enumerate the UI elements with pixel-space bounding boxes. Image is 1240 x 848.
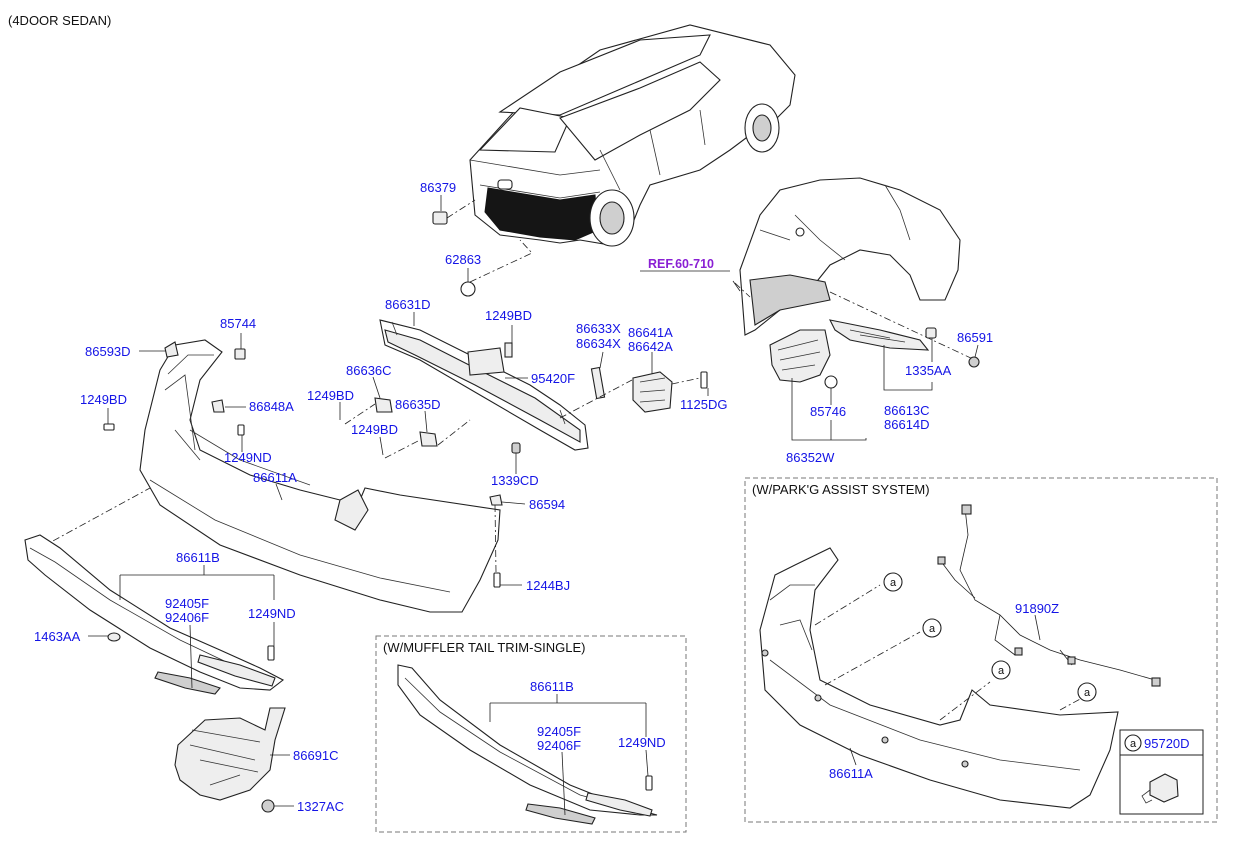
leader-lines: [88, 195, 1041, 816]
cap-86379-shape: [432, 211, 448, 225]
park-assist-section-title: (W/PARK'G ASSIST SYSTEM): [752, 482, 930, 497]
label-1327AC[interactable]: 1327AC: [297, 799, 344, 814]
label-86631D[interactable]: 86631D: [385, 297, 431, 312]
label-1463AA[interactable]: 1463AA: [34, 629, 81, 644]
label-91890Z[interactable]: 91890Z: [1015, 601, 1059, 616]
label-1249ND-a[interactable]: 1249ND: [224, 450, 272, 465]
callout-a-3: a: [998, 665, 1005, 677]
callout-a-4: a: [1084, 687, 1091, 699]
label-1125DG[interactable]: 1125DG: [680, 397, 727, 412]
label-86636C[interactable]: 86636C: [346, 363, 392, 378]
label-86613C[interactable]: 86613C: [884, 403, 930, 418]
label-95420F[interactable]: 95420F: [531, 371, 575, 386]
label-62863[interactable]: 62863: [445, 252, 481, 267]
label-muffler-92405F[interactable]: 92405F: [537, 724, 581, 739]
label-86611B[interactable]: 86611B: [176, 550, 220, 565]
label-86591[interactable]: 86591: [957, 330, 993, 345]
label-86633X[interactable]: 86633X: [576, 321, 621, 336]
car-illustration: [432, 24, 796, 297]
label-86614D[interactable]: 86614D: [884, 417, 930, 432]
label-85746[interactable]: 85746: [810, 404, 846, 419]
reference-label: REF.60-710: [648, 257, 714, 271]
label-1249BD-mid[interactable]: 1249BD: [307, 388, 354, 403]
wiring-harness-91890Z: [937, 504, 1161, 687]
label-muffler-1249ND[interactable]: 1249ND: [618, 735, 666, 750]
quarter-panel-illustration: [739, 177, 961, 336]
under-cover-86691C: [174, 707, 286, 801]
muffler-lower-valance: [397, 664, 658, 825]
park-assist-section-box: [744, 477, 1218, 823]
label-1249BD-left[interactable]: 1249BD: [80, 392, 127, 407]
label-86635D[interactable]: 86635D: [395, 397, 441, 412]
variant-heading: (4DOOR SEDAN): [8, 13, 111, 28]
label-1335AA[interactable]: 1335AA: [905, 363, 952, 378]
label-86691C[interactable]: 86691C: [293, 748, 339, 763]
legend-symbol: a: [1130, 738, 1137, 750]
label-86594[interactable]: 86594: [529, 497, 565, 512]
label-86379[interactable]: 86379: [420, 180, 456, 195]
muffler-section-box: [375, 635, 687, 833]
label-park-86611A[interactable]: 86611A: [829, 766, 873, 781]
label-muffler-86611B[interactable]: 86611B: [530, 679, 574, 694]
label-86611A[interactable]: 86611A: [253, 470, 297, 485]
label-1339CD[interactable]: 1339CD: [491, 473, 539, 488]
label-muffler-92406F[interactable]: 92406F: [537, 738, 581, 753]
sensor-legend-box: a 95720D: [1119, 729, 1204, 815]
label-86642A[interactable]: 86642A: [628, 339, 673, 354]
label-86593D[interactable]: 86593D: [85, 344, 131, 359]
impact-beam-illustration: [379, 319, 589, 451]
callout-a-1: a: [890, 577, 897, 589]
muffler-section-title: (W/MUFFLER TAIL TRIM-SINGLE): [383, 640, 585, 655]
callout-a-2: a: [929, 623, 936, 635]
label-1244BJ[interactable]: 1244BJ: [526, 578, 570, 593]
label-92406F[interactable]: 92406F: [165, 610, 209, 625]
part-labels: 86379 62863 86631D 1249BD 86633X 86634X …: [34, 180, 1059, 814]
label-86641A[interactable]: 86641A: [628, 325, 673, 340]
label-86634X[interactable]: 86634X: [576, 336, 621, 351]
label-1249BD-top[interactable]: 1249BD: [485, 308, 532, 323]
label-86848A[interactable]: 86848A: [249, 399, 294, 414]
lower-valance-86611B: [24, 534, 285, 695]
label-85744[interactable]: 85744: [220, 316, 256, 331]
label-92405F[interactable]: 92405F: [165, 596, 209, 611]
label-1249BD-low[interactable]: 1249BD: [351, 422, 398, 437]
bumper-cover-86611A: [139, 339, 501, 613]
legend-part-number: 95720D: [1144, 736, 1190, 751]
label-86352W[interactable]: 86352W: [786, 450, 835, 465]
bracket-86613C-shape: [829, 319, 930, 351]
plug-62863-shape: [460, 281, 476, 297]
park-assist-bumper: [759, 547, 1119, 809]
label-1249ND-b[interactable]: 1249ND: [248, 606, 296, 621]
